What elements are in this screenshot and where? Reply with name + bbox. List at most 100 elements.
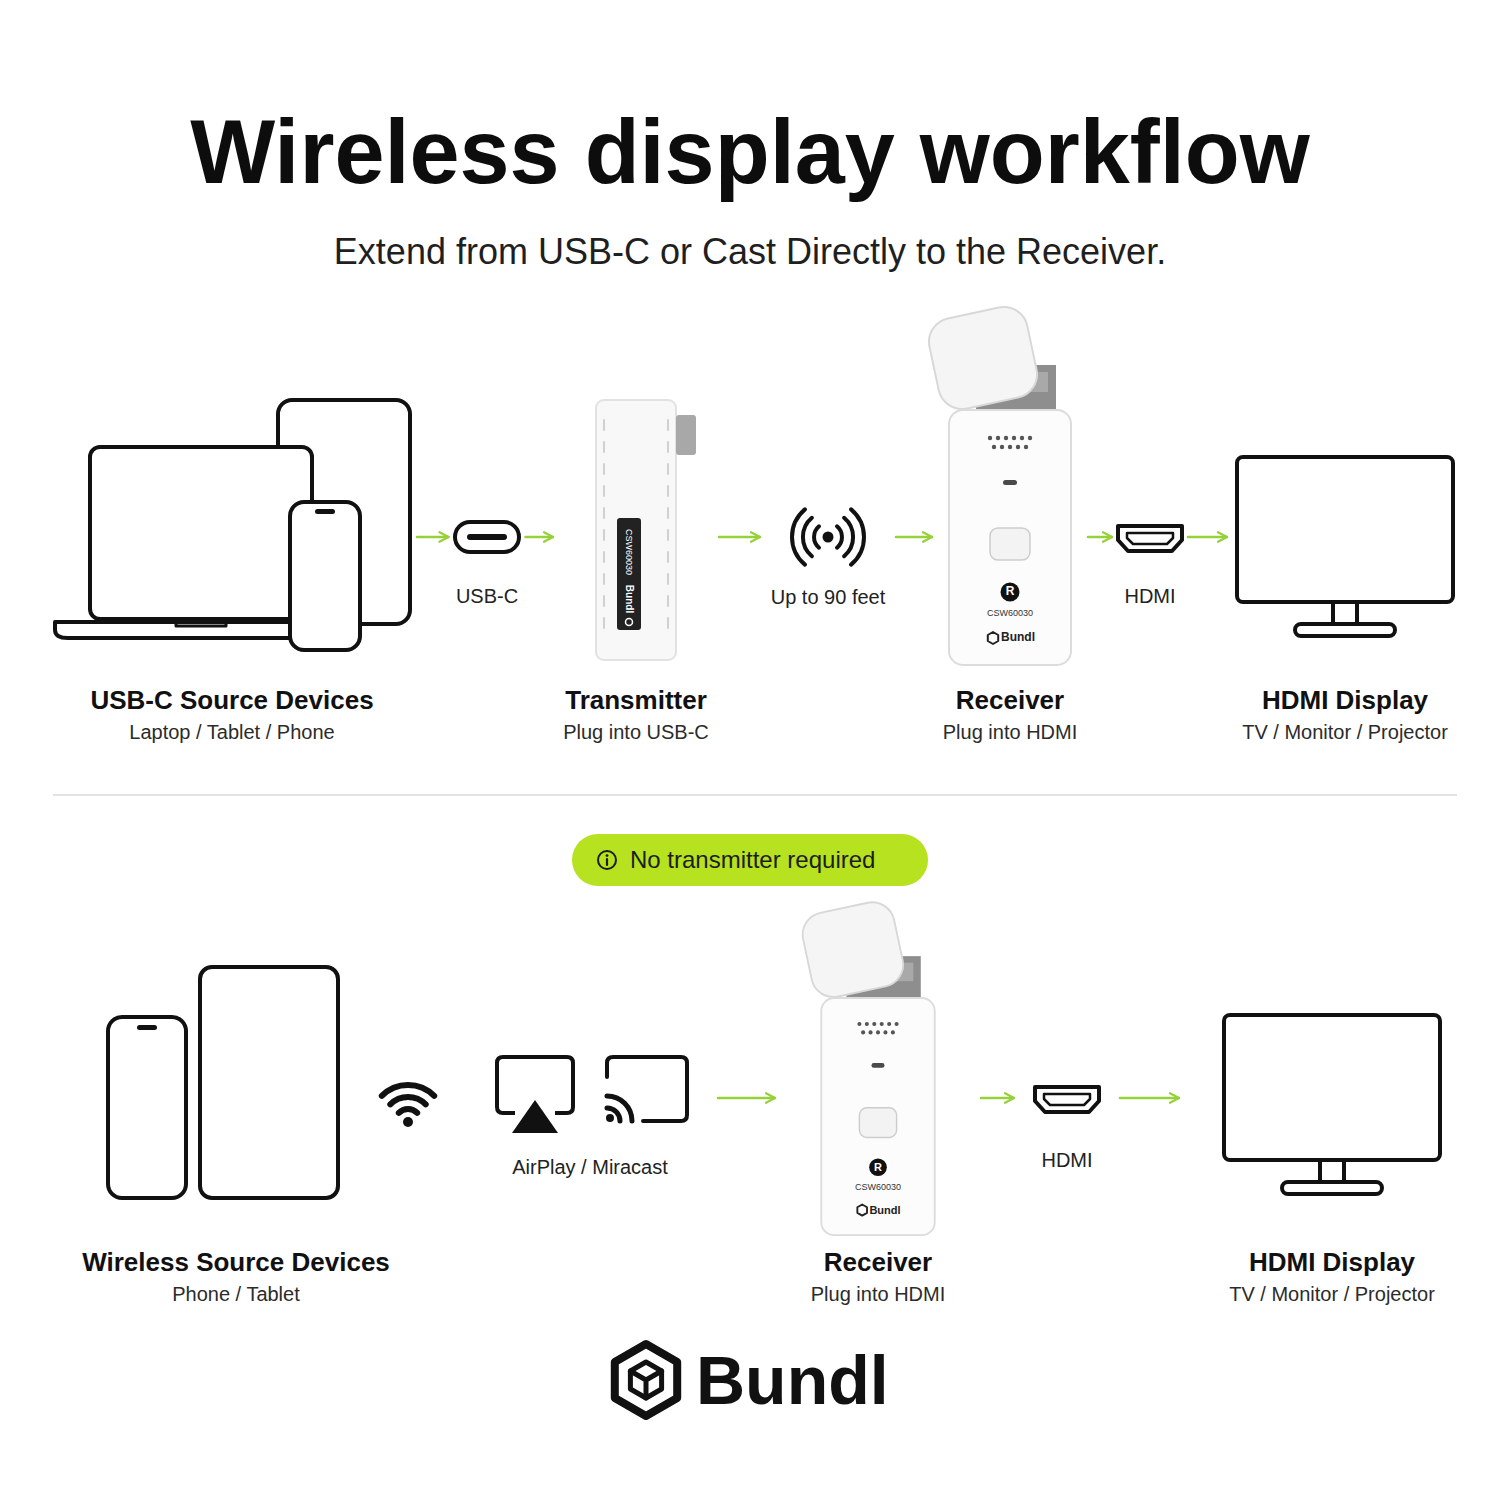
receiver-device xyxy=(925,303,1071,665)
wifi-icon xyxy=(390,1097,425,1104)
brand-logo: Bundl xyxy=(696,1341,889,1419)
wifi-icon xyxy=(399,1109,417,1113)
device-print: R xyxy=(1006,585,1015,599)
wireless-signal-icon xyxy=(792,509,864,564)
step-heading: Wireless Source Devices xyxy=(82,1246,390,1278)
info-icon xyxy=(596,849,618,871)
device-print: CSW60030 xyxy=(987,608,1033,618)
usb-c-devices-icon xyxy=(55,400,410,650)
wireless-signal-icon xyxy=(844,518,853,556)
flow-step: HDMI Display TV / Monitor / Projector xyxy=(1182,1005,1482,1312)
miracast-icon xyxy=(606,1114,614,1122)
display-icon xyxy=(1282,1182,1382,1194)
flow-arrow xyxy=(719,536,760,539)
hdmi-port-icon xyxy=(1118,526,1182,551)
wifi-icon xyxy=(403,1117,413,1127)
connector-caption: HDMI xyxy=(1124,584,1175,608)
device-print: Bundl xyxy=(623,585,635,613)
flow-step: USB-C xyxy=(452,505,523,614)
usb-c-devices-icon xyxy=(176,622,226,626)
usb-c-port-icon xyxy=(455,522,519,552)
flow-step: ReceiverPlug into HDMI xyxy=(778,895,978,1312)
flow-step: Up to 90 feet xyxy=(763,495,893,615)
step-caption: Plug into USB-C xyxy=(563,720,709,744)
hdmi-port-icon xyxy=(1118,526,1182,551)
hdmi-port-icon xyxy=(1035,1087,1099,1112)
usb-c-devices-icon xyxy=(90,447,312,619)
display-icon xyxy=(1295,624,1395,636)
receiver-device xyxy=(799,898,935,1235)
airplay-icon xyxy=(497,1057,573,1133)
transmitter-device xyxy=(617,518,641,630)
note-text: No transmitter required xyxy=(630,846,875,874)
flow-step: HDMI xyxy=(1017,1075,1117,1178)
flow-arrow xyxy=(526,536,554,539)
transmitter-device xyxy=(667,420,669,628)
flow-step: HDMI Display TV / Monitor / Projector xyxy=(1230,445,1460,750)
flow-step: HDMI xyxy=(1115,515,1185,614)
note-pill: No transmitter required xyxy=(572,834,928,886)
info-icon xyxy=(598,851,616,869)
flow-arrow xyxy=(718,1097,775,1100)
display-icon xyxy=(1224,1015,1440,1194)
flow-step: TransmitterPlug into USB-C xyxy=(556,390,716,750)
usb-c-devices-icon xyxy=(315,509,335,514)
info-icon xyxy=(606,859,608,865)
connector-caption: AirPlay / Miracast xyxy=(512,1155,668,1179)
wireless-signal-icon xyxy=(814,526,819,547)
step-heading: HDMI Display xyxy=(1249,1246,1415,1278)
wifi-icon xyxy=(382,1085,434,1127)
wireless-signal-icon xyxy=(803,518,812,556)
display-icon xyxy=(1237,457,1453,636)
usb-c-port-icon xyxy=(455,522,519,552)
wireless-signal-icon xyxy=(792,509,805,564)
flow-step: Wireless Source DevicesPhone / Tablet xyxy=(71,955,401,1312)
brand-logo-mark xyxy=(615,1344,677,1416)
device-print: R xyxy=(874,1161,882,1174)
step-caption: Plug into HDMI xyxy=(811,1282,946,1306)
wireless-devices-icon xyxy=(108,967,338,1198)
wifi-icon xyxy=(382,1085,434,1096)
connector-caption: USB-C xyxy=(456,584,518,608)
connector-caption: Up to 90 feet xyxy=(771,585,886,609)
wireless-devices-icon xyxy=(108,1017,186,1198)
device-print: Bundl xyxy=(1001,631,1035,645)
transmitter-device xyxy=(596,400,696,660)
flow-arrow xyxy=(1120,1097,1179,1100)
step-caption: TV / Monitor / Projector xyxy=(1242,720,1448,744)
step-heading: Receiver xyxy=(824,1246,932,1278)
step-caption: TV / Monitor / Projector xyxy=(1229,1282,1435,1306)
step-caption: Phone / Tablet xyxy=(172,1282,300,1306)
device-print: CSW60030 xyxy=(855,1182,901,1192)
flow-step: ReceiverPlug into HDMI xyxy=(935,300,1085,750)
wireless-signal-icon xyxy=(823,532,834,543)
brand-logo-mark xyxy=(630,1371,661,1398)
display-icon xyxy=(1237,457,1453,602)
step-caption: Laptop / Tablet / Phone xyxy=(129,720,334,744)
miracast-icon xyxy=(607,1057,687,1121)
flow-arrow xyxy=(1088,536,1112,539)
section-divider xyxy=(53,794,1457,796)
wireless-signal-icon xyxy=(851,509,864,564)
hdmi-port-icon xyxy=(1127,533,1173,544)
usb-c-port-icon xyxy=(470,534,504,540)
transmitter-device xyxy=(603,420,605,628)
display-icon xyxy=(1224,1015,1440,1160)
miracast-icon xyxy=(607,1108,620,1121)
step-heading: USB-C Source Devices xyxy=(90,684,373,716)
brand-logo-mark xyxy=(630,1362,661,1398)
transmitter-device xyxy=(676,415,696,455)
flow-arrow xyxy=(896,536,932,539)
step-heading: HDMI Display xyxy=(1262,684,1428,716)
diagram-title: Wireless display workflow xyxy=(0,100,1500,204)
flow-arrow xyxy=(1188,536,1227,539)
device-print: Bundl xyxy=(869,1204,900,1217)
step-caption: Plug into HDMI xyxy=(943,720,1078,744)
usb-c-devices-icon xyxy=(290,502,360,650)
display-icon xyxy=(1333,602,1357,624)
transmitter-device xyxy=(626,619,633,626)
flow-step: AirPlay / Miracast xyxy=(465,1045,715,1185)
brand-logo-mark xyxy=(615,1344,677,1416)
flow-arrow xyxy=(417,536,449,539)
